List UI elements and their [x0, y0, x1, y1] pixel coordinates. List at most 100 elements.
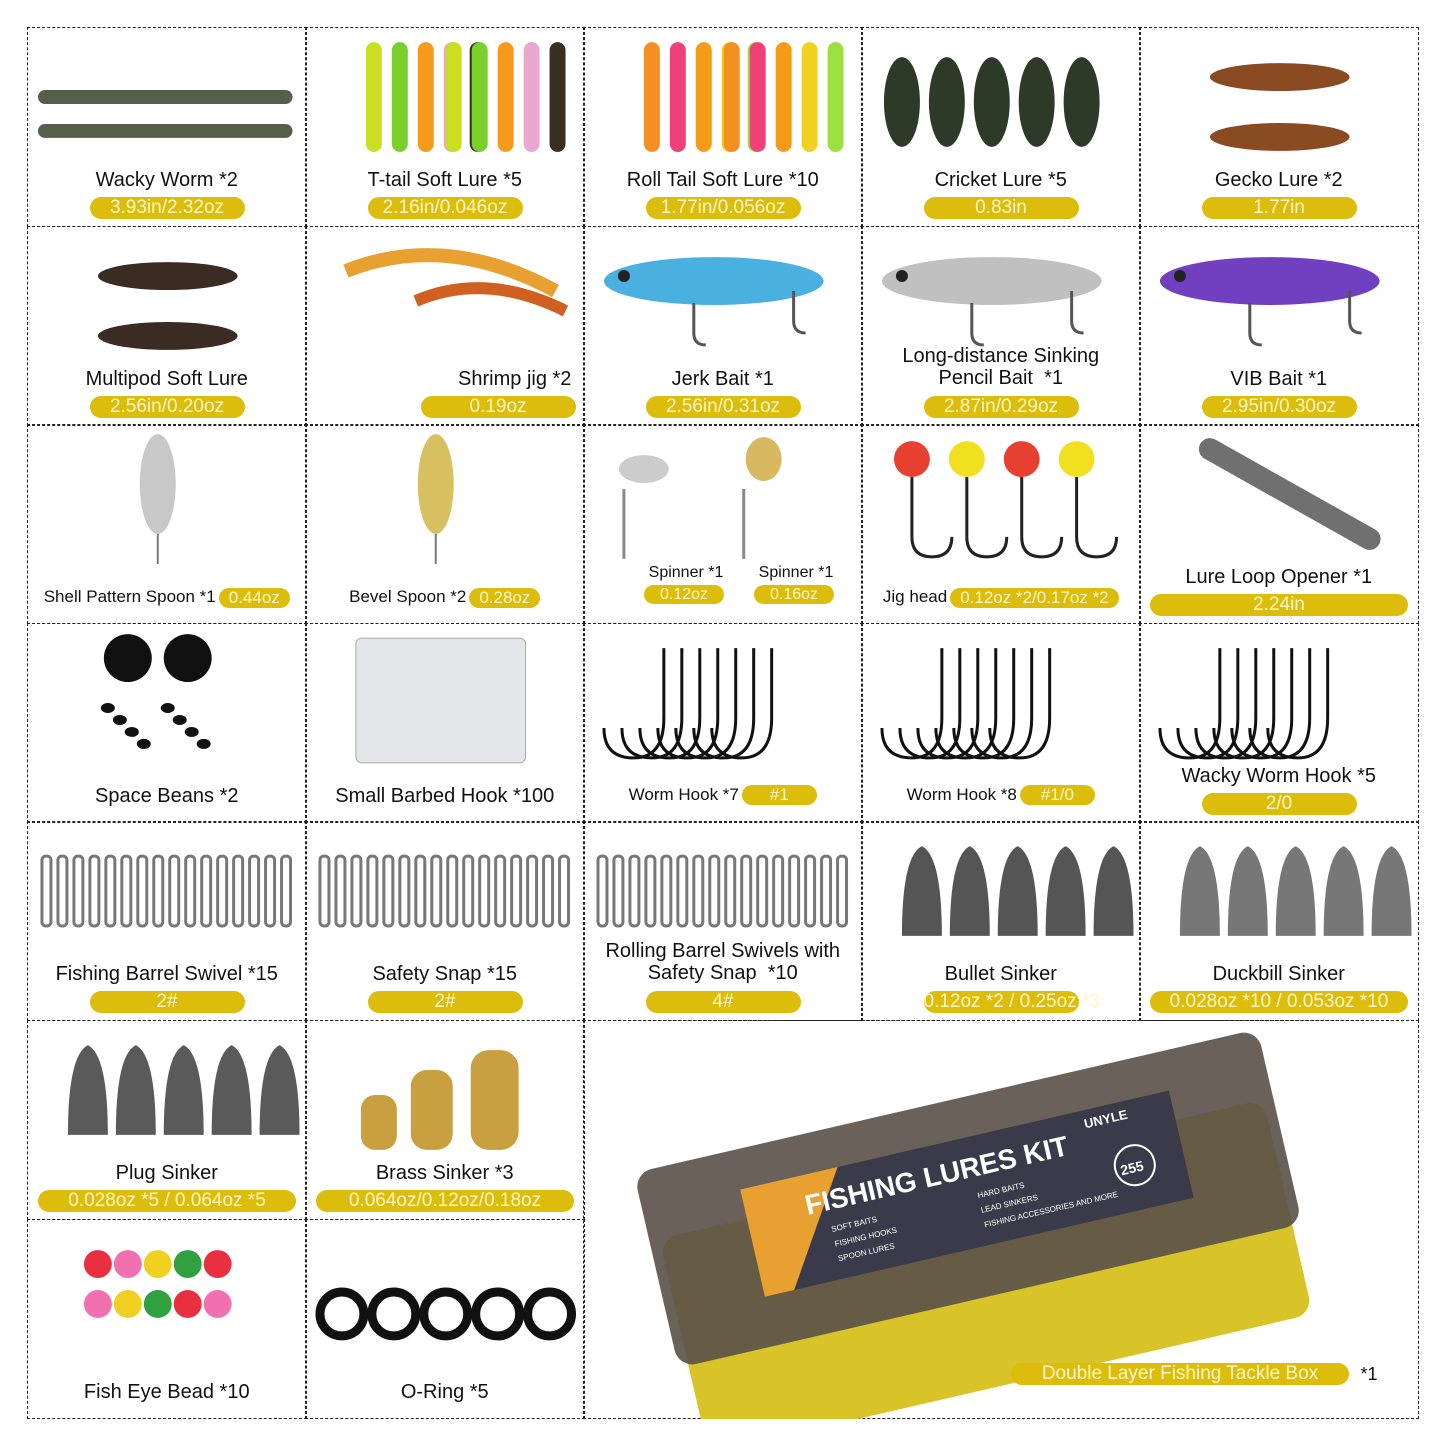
product-cell: Gecko Lure *2 1.77in: [1139, 27, 1419, 228]
product-label: Worm Hook *7: [628, 784, 739, 804]
product-cell: Worm Hook *7#1: [583, 622, 863, 823]
gecko-icon: [1209, 63, 1350, 151]
product-cell: Bullet Sinker 0.12oz *2 / 0.25oz *3: [861, 821, 1141, 1022]
product-label: VIB Bait *1: [1230, 367, 1328, 390]
size-badge: 0.028oz *10 / 0.053oz *10: [1150, 991, 1408, 1014]
fish-lure-icon: [603, 256, 824, 347]
product-image: [306, 826, 584, 966]
product-cell: Fish Eye Bead *10: [27, 1218, 307, 1419]
product-image: [28, 231, 306, 371]
size-badge: 0.44oz: [218, 587, 290, 608]
product-label: Gecko Lure *2: [1214, 169, 1343, 191]
product-cell: Small Barbed Hook *100: [305, 622, 585, 823]
product-label: Brass Sinker *3: [375, 1162, 514, 1184]
size-badge: #1/0: [1019, 785, 1095, 806]
product-image: [1140, 32, 1418, 172]
product-label: Cricket Lure *5: [934, 169, 1067, 191]
product-image: [584, 628, 862, 768]
product-cell: Space Beans *2: [27, 622, 307, 823]
size-badge: 0.12oz *2 / 0.25oz *3: [923, 991, 1100, 1014]
pieces: 255: [1119, 1157, 1146, 1178]
sinker-icon: [901, 846, 1134, 937]
size-badge: 3.93in/2.32oz: [89, 197, 245, 219]
product-cell: Cricket Lure *5 0.83in: [861, 27, 1141, 228]
worm-icon: [37, 90, 293, 138]
snap-icon: [318, 854, 571, 928]
product-cell: O-Ring *5: [305, 1218, 585, 1419]
cricket-icon: [883, 57, 1100, 147]
size-badge: 0.12oz: [644, 585, 724, 605]
space-beans-icon: [100, 633, 212, 749]
product-label: Fishing Barrel Swivel *15: [55, 963, 278, 986]
hook-box-icon: [355, 637, 527, 764]
product-cell: VIB Bait *1 2.95in/0.30oz: [1139, 225, 1419, 426]
product-label: Shell Pattern Spoon *1: [43, 587, 216, 607]
shrimp-icon: [343, 247, 569, 316]
soft-lure-icon: [365, 42, 566, 152]
product-label: Spinner *1: [758, 564, 834, 582]
product-image: [1140, 231, 1418, 371]
tackle-box-label: Double Layer Fishing Tackle Box: [1011, 1363, 1349, 1385]
product-label: Wacky Worm Hook *5: [1181, 764, 1376, 787]
product-image: [584, 32, 862, 172]
product-image: [862, 628, 1140, 768]
size-badge: 2.95in/0.30oz: [1201, 395, 1357, 418]
product-image: [862, 429, 1140, 569]
product-label: Worm Hook *8: [906, 784, 1017, 804]
o-ring-icon: [315, 1287, 577, 1341]
product-label: Jig head: [882, 587, 948, 607]
product-image: [862, 826, 1140, 966]
size-badge: 1.77in: [1201, 197, 1357, 219]
product-image: [28, 429, 306, 569]
product-image: [584, 231, 862, 371]
tackle-box-count: *1: [1360, 1364, 1378, 1384]
product-label: T-tail Soft Lure *5: [367, 169, 523, 191]
size-badge: 0.83in: [923, 197, 1079, 219]
product-image: [1140, 628, 1418, 768]
brass-sinker-icon: [360, 1050, 519, 1150]
swivel-icon: [596, 854, 849, 928]
hook-icon: [602, 647, 774, 760]
product-cell: Shrimp jig *2 0.19oz: [305, 225, 585, 426]
product-label: Jerk Bait *1: [671, 367, 774, 390]
size-badge: 2.56in/0.20oz: [89, 395, 245, 418]
size-badge: 2#: [367, 991, 523, 1014]
crayfish-icon: [97, 261, 238, 350]
swivel-icon: [40, 854, 293, 928]
product-label: Fish Eye Bead *10: [83, 1380, 250, 1403]
size-badge: #1: [741, 785, 817, 806]
product-cell: Roll Tail Soft Lure *10 1.77in/0.056oz: [583, 27, 863, 228]
size-badge: 0.19oz: [420, 395, 576, 418]
product-label: Plug Sinker: [115, 1162, 218, 1184]
size-badge: 1.77in/0.056oz: [645, 197, 801, 219]
size-badge: 0.16oz: [754, 585, 834, 605]
product-label-row: Worm Hook *7#1: [584, 785, 862, 806]
size-badge: 2.24in: [1150, 594, 1408, 617]
product-label: Shrimp jig *2: [458, 367, 572, 390]
hook-icon: [880, 647, 1052, 760]
product-label: Bullet Sinker: [944, 963, 1057, 986]
product-label: Roll Tail Soft Lure *10: [626, 169, 819, 191]
product-label: Safety Snap *15: [372, 963, 518, 986]
spinner-icon: [618, 437, 782, 560]
product-image: [306, 628, 584, 768]
fish-lure-icon: [1159, 256, 1380, 347]
product-image: [28, 1025, 306, 1165]
product-image: [306, 1025, 584, 1165]
